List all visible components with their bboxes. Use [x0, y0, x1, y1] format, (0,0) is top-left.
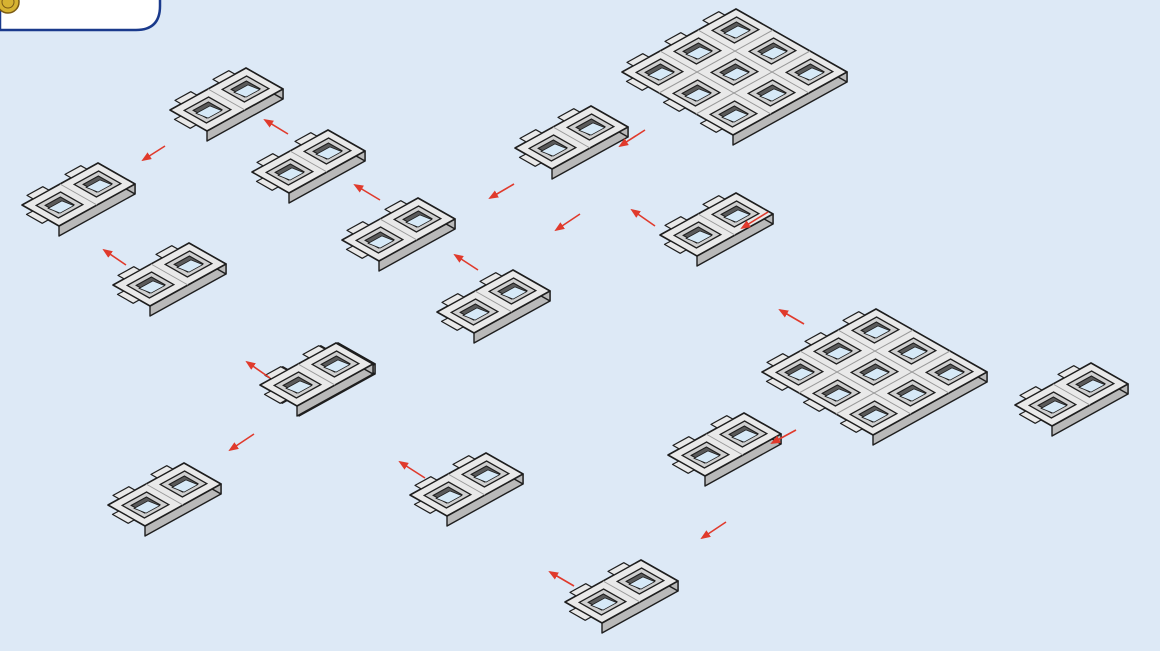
tile-assembly-pair-08: [437, 270, 550, 343]
tile-assembly-pair-05: [342, 198, 455, 271]
tile-assembly-pair-15: [260, 343, 373, 416]
flow-arrow: [550, 572, 574, 586]
tile-assembly-pair-09: [515, 106, 628, 179]
tile-assembly-pair-02: [170, 68, 283, 141]
flow-arrow: [632, 210, 655, 226]
flow-arrow: [355, 185, 380, 200]
tile-assembly-pair-14: [1015, 363, 1128, 436]
flow-arrow: [400, 462, 425, 478]
flow-arrow: [556, 214, 580, 230]
flow-arrow: [490, 184, 514, 198]
flow-arrow: [247, 362, 270, 378]
tile-assembly-pair-01: [22, 163, 135, 236]
flow-arrow: [104, 250, 126, 265]
tile-assembly-pair-10: [660, 193, 773, 266]
tile-assembly-pair-07: [108, 463, 221, 536]
tile-assembly-pair-11: [410, 453, 523, 526]
flow-arrow: [455, 255, 478, 270]
tile-assembly-pair-04: [252, 130, 365, 203]
flow-arrow: [265, 120, 288, 134]
flow-arrow: [143, 146, 165, 160]
tile-assembly-pair-03: [113, 243, 226, 316]
tile-assembly-pair-12: [668, 413, 781, 486]
tile-assembly-grid-mid-right: [762, 309, 987, 445]
tile-assemblies: [22, 9, 1128, 633]
flow-arrow: [702, 522, 726, 538]
flow-arrow: [230, 434, 254, 450]
flow-arrow: [780, 310, 804, 324]
tile-assembly-pair-13: [565, 560, 678, 633]
logo-badge: [0, 0, 170, 34]
tile-assembly-grid-top-right: [622, 9, 847, 145]
